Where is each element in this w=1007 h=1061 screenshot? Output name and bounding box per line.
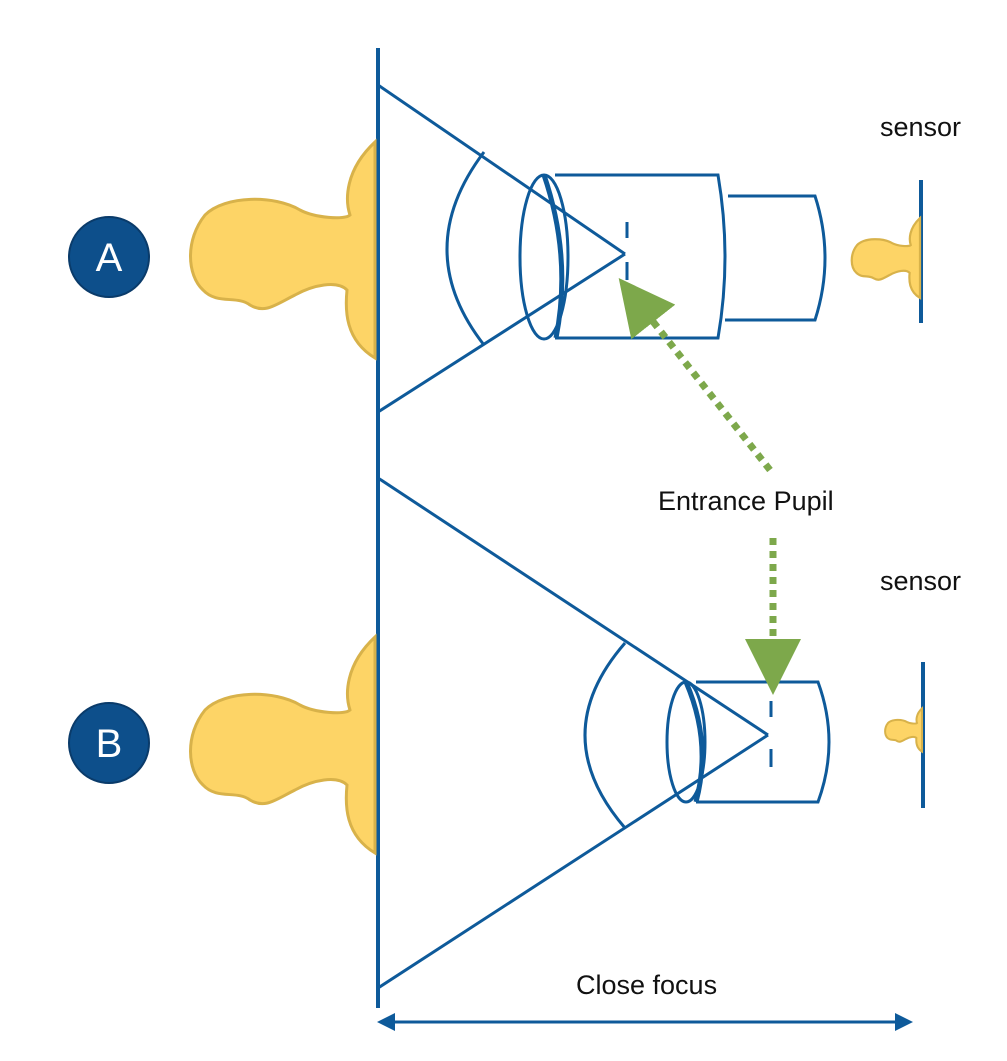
subject-head-b <box>189 635 377 855</box>
entrance-pupil-label: Entrance Pupil <box>658 486 834 516</box>
fov-line-a-bottom <box>377 252 626 414</box>
sensor-label-bottom: sensor <box>880 566 961 596</box>
close-focus-label: Close focus <box>576 970 717 1000</box>
camera-a <box>377 83 923 414</box>
sensor-image-a <box>850 216 922 300</box>
sensor-image-b <box>884 707 924 753</box>
sensor-label-top: sensor <box>880 112 961 142</box>
fov-line-a-top <box>377 83 626 256</box>
lens-rear-a <box>725 194 827 322</box>
svg-text:B: B <box>96 722 123 766</box>
subject-head-a <box>189 140 377 360</box>
svg-text:A: A <box>96 236 123 280</box>
lens-barrel-a <box>555 173 727 340</box>
entrance-pupil-arrow-a <box>618 278 773 473</box>
fov-arc-a <box>445 151 486 346</box>
badge-b: B <box>68 702 150 784</box>
fov-line-b-bottom <box>377 733 769 990</box>
fov-line-b-top <box>377 476 769 737</box>
camera-b <box>377 476 925 990</box>
fov-arc-b <box>583 642 627 829</box>
badge-a: A <box>68 216 150 298</box>
lens-barrel-b <box>696 680 831 804</box>
